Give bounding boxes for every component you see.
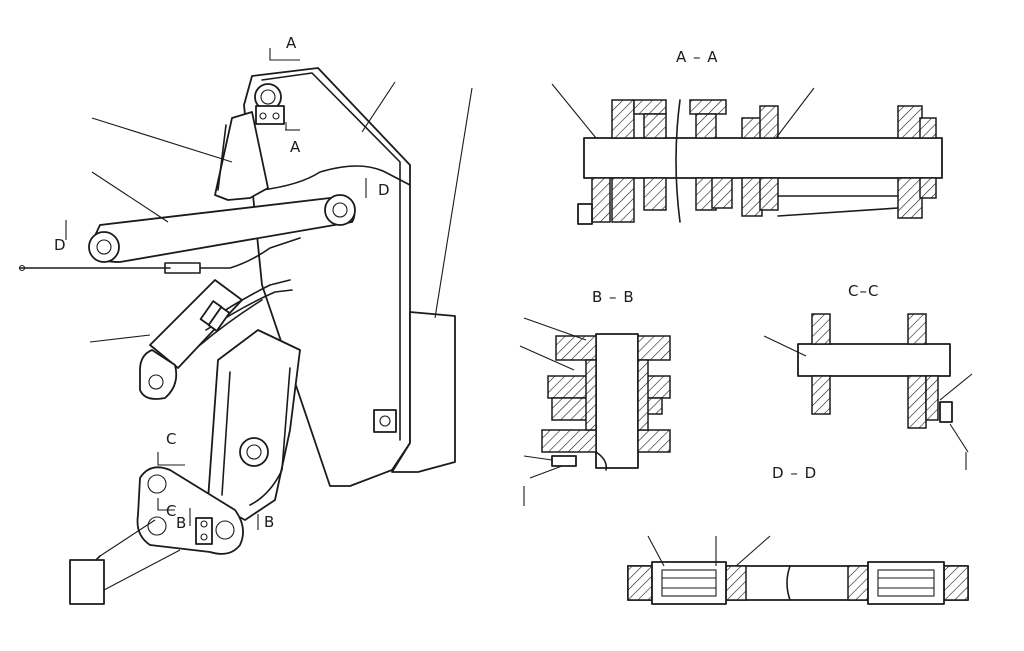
dd-bearing-left: [651, 561, 727, 605]
left-column: [214, 111, 269, 201]
cut-label-b-right: B: [264, 513, 274, 531]
cut-label-c-top: C: [166, 430, 176, 448]
cc-shaft: [797, 343, 951, 377]
link-pin-left: [88, 231, 120, 263]
cut-label-d-right: D: [378, 181, 390, 199]
strut-pin: [239, 437, 269, 467]
control-cable: [19, 237, 301, 274]
cut-label-a-bottom: A: [290, 138, 301, 156]
cut-label-a-top: A: [286, 34, 297, 52]
section-title-bb: B – B: [592, 288, 635, 306]
cut-label-d-left: D: [54, 236, 66, 254]
main-assembly-view: A A D D C C B B: [18, 34, 473, 605]
aa-shaft: [583, 137, 943, 179]
cylinder-pin: [148, 374, 164, 390]
shoe-block: [69, 559, 105, 605]
bb-pin: [595, 333, 639, 469]
mounting-square: [373, 409, 397, 433]
section-a-a: A – A: [551, 48, 943, 225]
cut-label-b-left: B: [176, 514, 186, 532]
boot-pin-mid: [147, 516, 167, 536]
rear-plate: [391, 311, 456, 473]
link-pin-right: [324, 194, 356, 226]
cut-label-c-bottom: C: [166, 502, 176, 520]
section-b-b: B – B: [519, 288, 671, 506]
section-title-cc: C–C: [848, 282, 879, 300]
section-title-aa: A – A: [676, 48, 719, 66]
section-title-dd: D – D: [772, 464, 817, 482]
boot-pin-top: [147, 474, 167, 494]
section-d-d: D – D: [627, 464, 969, 605]
section-c-c: C–C: [763, 282, 973, 470]
dd-bearing-right: [867, 561, 945, 605]
boot-pin-right: [215, 520, 235, 540]
